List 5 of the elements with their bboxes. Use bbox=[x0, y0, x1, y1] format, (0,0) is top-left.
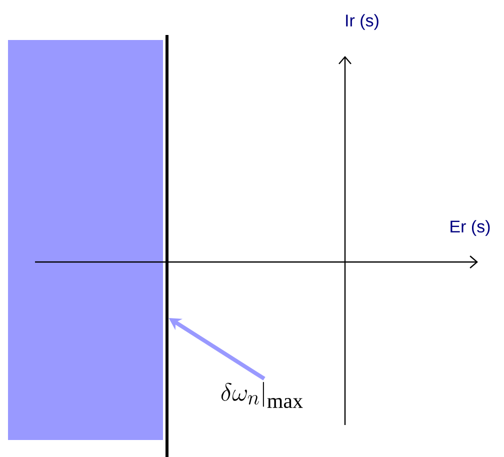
formula: $\delta\omega_n\Big|_{\max}$ bbox=[221, 382, 303, 408]
boundary-line bbox=[166, 35, 168, 457]
shaded-region bbox=[8, 40, 163, 440]
axis-label: Er (s) bbox=[450, 220, 490, 236]
axis-label: Ir (s) bbox=[346, 14, 378, 30]
